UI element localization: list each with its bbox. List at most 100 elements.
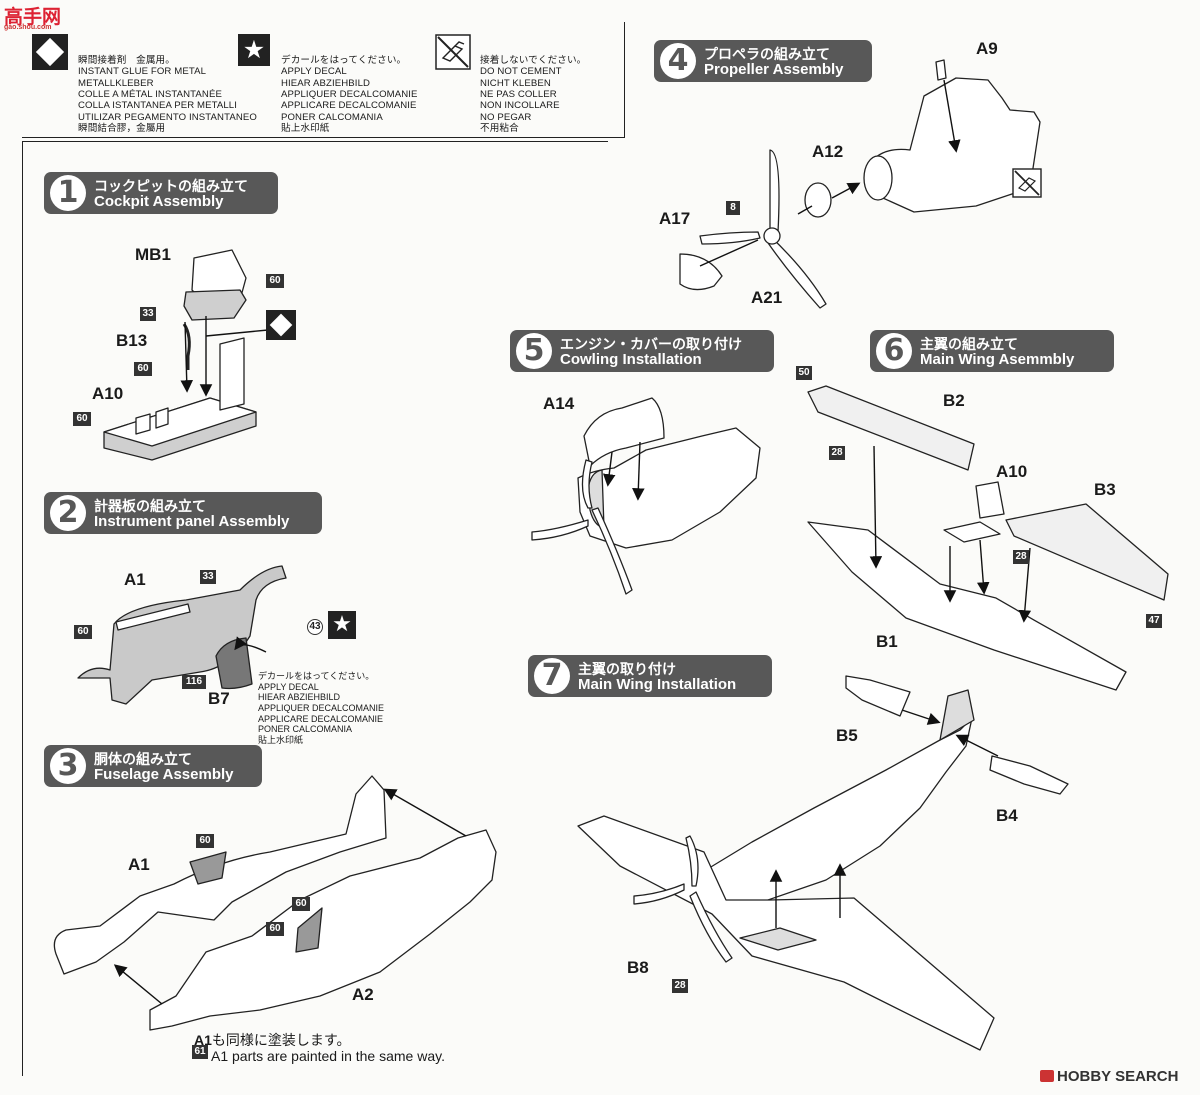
fuselage-half-left xyxy=(53,775,387,975)
step-number: 3 xyxy=(50,748,86,784)
color-code-47: 47 xyxy=(1146,614,1162,628)
part-label-b2: B2 xyxy=(943,391,965,410)
part-label-a1: A1 xyxy=(124,570,146,589)
step-6-header: 6 主翼の組み立て Main Wing Asemmbly xyxy=(870,330,1114,372)
left-column-frame xyxy=(22,141,608,1076)
step-title-jp: 主翼の取り付け xyxy=(578,661,676,677)
propeller-step5 xyxy=(531,459,633,595)
cockpit-b8-step7 xyxy=(739,927,817,951)
color-code-60: 60 xyxy=(73,412,91,426)
stabilizer-b5 xyxy=(845,675,911,717)
color-code-60: 60 xyxy=(196,834,214,848)
step-title-en: Main Wing Asemmbly xyxy=(920,351,1075,368)
part-label-b1: B1 xyxy=(876,632,898,651)
cockpit-a10-step6 xyxy=(943,481,1005,543)
part-label-a9: A9 xyxy=(976,39,998,58)
color-code-8: 8 xyxy=(726,201,740,215)
step-number: 6 xyxy=(876,333,912,369)
part-label-b8: B8 xyxy=(627,958,649,977)
fuselage-paint-note-jp: A1も同様に塗装します。 xyxy=(194,1032,351,1048)
propeller-a21 xyxy=(699,149,827,309)
step-title-en: Cockpit Assembly xyxy=(94,193,224,210)
part-label-b4: B4 xyxy=(996,806,1018,825)
step-number: 7 xyxy=(534,658,570,694)
spinner-back-a12 xyxy=(804,182,832,218)
color-code-60: 60 xyxy=(292,897,310,911)
step-title-jp: コックピットの組み立て xyxy=(94,178,248,194)
propeller-step7 xyxy=(633,835,733,963)
step-5-header: 5 エンジン・カバーの取り付け Cowling Installation xyxy=(510,330,774,372)
part-label-a10: A10 xyxy=(92,384,124,403)
cockpit-seat-mb1 xyxy=(183,249,247,321)
color-code-116: 116 xyxy=(182,675,206,689)
step-title-jp: 胴体の組み立て xyxy=(94,751,192,767)
part-label-a17: A17 xyxy=(659,209,691,228)
step-number: 1 xyxy=(50,175,86,211)
step-7-header: 7 主翼の取り付け Main Wing Installation xyxy=(528,655,772,697)
step-1-header: 1 コックピットの組み立て Cockpit Assembly xyxy=(44,172,278,214)
step-title-jp: 主翼の組み立て xyxy=(920,336,1018,352)
step-title-en: Fuselage Assembly xyxy=(94,766,234,783)
part-label-a2: A2 xyxy=(352,985,374,1004)
step-title-jp: エンジン・カバーの取り付け xyxy=(560,336,742,352)
no-cement-icon xyxy=(435,34,471,70)
note-part-a1: A1 xyxy=(194,1032,212,1048)
note-jp-text: も同様に塗装します。 xyxy=(211,1032,351,1048)
color-code-33: 33 xyxy=(140,307,156,321)
watermark-url: gao.shou.com xyxy=(4,24,52,31)
part-label-mb1: MB1 xyxy=(135,245,171,264)
color-code-43: 43 xyxy=(307,619,323,635)
hobby-search-logo-icon xyxy=(1040,1070,1054,1082)
pin-a9 xyxy=(935,59,947,81)
fuselage-paint-note-en: A1 parts are painted in the same way. xyxy=(211,1048,445,1064)
color-code-60: 60 xyxy=(134,362,152,376)
color-code-60: 60 xyxy=(74,625,92,639)
diamond-glue-icon xyxy=(266,310,296,340)
wing-b3 xyxy=(1005,503,1169,601)
part-label-b7: B7 xyxy=(208,689,230,708)
part-label-a1-step3: A1 xyxy=(128,855,150,874)
color-code-50: 50 xyxy=(796,366,812,380)
step-2-header: 2 計器板の組み立て Instrument panel Assembly xyxy=(44,492,322,534)
diamond-glue-icon xyxy=(32,34,68,70)
color-code-28: 28 xyxy=(672,979,688,993)
cowling-a14 xyxy=(583,397,665,467)
color-code-61: 61 xyxy=(192,1045,208,1059)
spinner-a17 xyxy=(679,253,723,291)
step-title-en: Main Wing Installation xyxy=(578,676,737,693)
airframe-step7 xyxy=(695,689,975,905)
stabilizer-b4 xyxy=(989,755,1069,795)
color-code-60: 60 xyxy=(266,274,284,288)
watermark-cn: 高手网 xyxy=(4,7,62,28)
part-label-b13: B13 xyxy=(116,331,148,350)
instrument-panel-b7 xyxy=(215,637,253,690)
site-watermark: 高手网 xyxy=(4,2,61,29)
fuselage-half-right xyxy=(149,829,497,1031)
part-label-b5: B5 xyxy=(836,726,858,745)
step-title-en: Propeller Assembly xyxy=(704,61,844,78)
step-title-jp: 計器板の組み立て xyxy=(94,498,206,514)
color-code-28: 28 xyxy=(829,446,845,460)
step-number: 5 xyxy=(516,333,552,369)
color-code-60: 60 xyxy=(266,922,284,936)
step-title-jp: プロペラの組み立て xyxy=(704,46,830,62)
step-4-header: 4 プロペラの組み立て Propeller Assembly xyxy=(654,40,872,82)
star-decal-icon: ★ xyxy=(238,34,270,66)
step-title-en: Instrument panel Assembly xyxy=(94,513,290,530)
wing-b1 xyxy=(807,521,1127,691)
star-decal-icon: ★ xyxy=(328,611,356,639)
part-label-a12: A12 xyxy=(812,142,844,161)
part-label-a10-step6: A10 xyxy=(996,462,1028,481)
no-cement-icon xyxy=(1012,168,1042,198)
cockpit-floor-a10 xyxy=(103,337,257,461)
brand-text: HOBBY SEARCH xyxy=(1057,1068,1179,1085)
color-code-33: 33 xyxy=(200,570,216,584)
step-number: 4 xyxy=(660,43,696,79)
part-label-b3: B3 xyxy=(1094,480,1116,499)
